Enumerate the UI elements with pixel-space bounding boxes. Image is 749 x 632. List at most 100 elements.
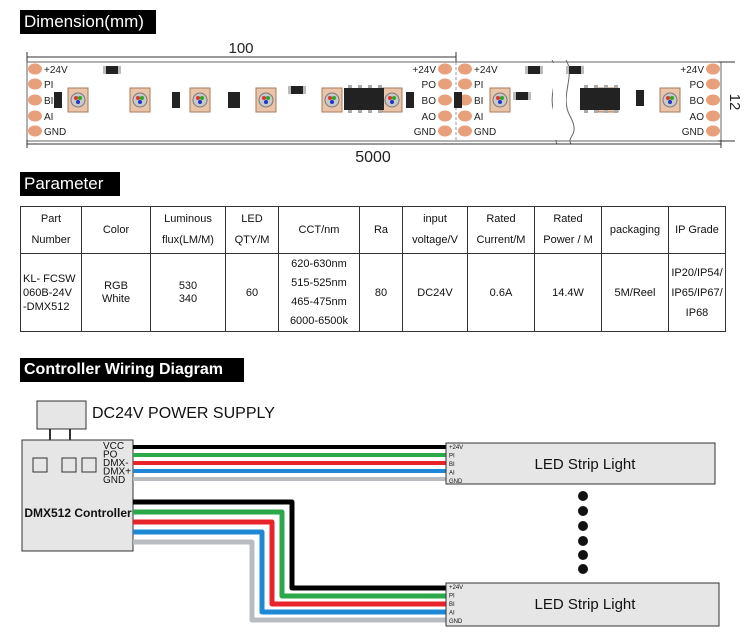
power-supply-label: DC24V POWER SUPPLY (92, 405, 275, 422)
pad-label: BI (474, 96, 483, 107)
wire-to-strip-2 (133, 499, 446, 591)
continuation-dot (578, 491, 588, 501)
strip-pin-label: PI (449, 594, 455, 600)
continuation-dot (578, 506, 588, 516)
resistor (566, 66, 584, 74)
cell-ra: 80 (359, 253, 403, 332)
continuation-dot (578, 521, 588, 531)
pad-label: GND (474, 127, 496, 138)
strip-pin-label: PI (449, 454, 455, 460)
resistor (288, 86, 306, 94)
wiring-diagram: DC24V POWER SUPPLY DMX512 Controller VCC… (21, 400, 720, 627)
pad-label: GND (682, 127, 704, 138)
continuation-dot (578, 550, 588, 560)
solder-pad (438, 78, 452, 90)
power-supply-box (36, 400, 87, 430)
pad-label: +24V (474, 65, 498, 76)
continuation-dot (578, 564, 588, 574)
ic-chip (580, 88, 620, 110)
wire-to-strip-2 (133, 509, 446, 599)
pad-label: +24V (412, 65, 436, 76)
controller-led (61, 457, 77, 473)
pad-label: PI (44, 80, 53, 91)
solder-pads: +24VPIBIAIGND+24VPOBOAOGND+24VPIBIAIGND+… (28, 63, 720, 138)
solder-pad (438, 125, 452, 137)
header-cct: CCT/nm (278, 206, 360, 254)
pad-label: PO (422, 80, 437, 91)
solder-pad (706, 110, 720, 122)
solder-pad (458, 78, 472, 90)
smd-component (172, 92, 180, 108)
resistor (525, 66, 543, 74)
wiring-header: Controller Wiring Diagram (20, 358, 244, 382)
led-strip-light-1 (445, 442, 716, 485)
solder-pad (458, 125, 472, 137)
smd-component (454, 92, 462, 108)
solder-pad (706, 125, 720, 137)
strip-pin-label: AI (449, 611, 455, 617)
pad-label: BI (44, 96, 53, 107)
strip-pin-label: BI (449, 602, 455, 608)
wire-to-strip-2 (133, 519, 446, 607)
strip-2-pins: +24V PI BI AI GND (449, 585, 463, 625)
strip-components (54, 66, 681, 113)
wire-to-strip-2 (133, 539, 446, 623)
controller-pin-label: PO (103, 450, 118, 461)
led-strip-drawing: 100 +24VPIBIAIGND+24VPOBOAOGND+24VPIBIAI… (26, 40, 743, 166)
break-line-2 (565, 59, 575, 145)
strip-pin-label: GND (449, 619, 463, 625)
strip-pin-label: +24V (449, 445, 463, 451)
cell-ip-grade: IP20/IP54/IP65/IP67/IP68 (668, 253, 726, 332)
cell-input-voltage: DC24V (402, 253, 468, 332)
pad-label: +24V (44, 65, 68, 76)
controller-label: DMX512 Controller (24, 506, 132, 520)
solder-pad (706, 78, 720, 90)
dimension-width-label: 12 (726, 94, 743, 111)
pad-label: GND (44, 127, 66, 138)
cell-rated-power: 14.4W (534, 253, 602, 332)
wires (133, 445, 446, 623)
controller-led (32, 457, 48, 473)
controller-led (81, 457, 97, 473)
dmx512-controller-box (21, 439, 134, 552)
controller-pin-label: GND (103, 475, 125, 486)
controller-pin-label: DMX- (103, 458, 129, 469)
pad-label: PO (690, 80, 705, 91)
solder-pad (28, 110, 42, 122)
strip-pin-label: +24V (449, 585, 463, 591)
smd-component (54, 92, 62, 108)
pad-label: AO (690, 112, 705, 123)
solder-pad (438, 63, 452, 75)
controller-pin-label: VCC (103, 441, 124, 452)
solder-pad (706, 63, 720, 75)
solder-pad (28, 78, 42, 90)
resistor (103, 66, 121, 74)
strip-2-label: LED Strip Light (535, 596, 637, 613)
solder-pad (28, 125, 42, 137)
continuation-dots (578, 491, 588, 574)
solder-pad (438, 110, 452, 122)
header-packaging: packaging (601, 206, 669, 254)
solder-pad (458, 63, 472, 75)
pad-label: AI (474, 112, 483, 123)
controller-pin-label: DMX+ (103, 467, 131, 478)
resistor (513, 92, 531, 100)
dimension-5000-label: 5000 (355, 149, 391, 166)
pad-label: AO (422, 112, 437, 123)
header-color: Color (81, 206, 151, 254)
pad-label: AI (44, 112, 53, 123)
dimension-5000-line: 5000 (26, 140, 722, 166)
dimension-100-label: 100 (228, 40, 253, 57)
led-strip-light-2 (445, 582, 720, 627)
strip-1-label: LED Strip Light (535, 456, 637, 473)
solder-pad (458, 110, 472, 122)
